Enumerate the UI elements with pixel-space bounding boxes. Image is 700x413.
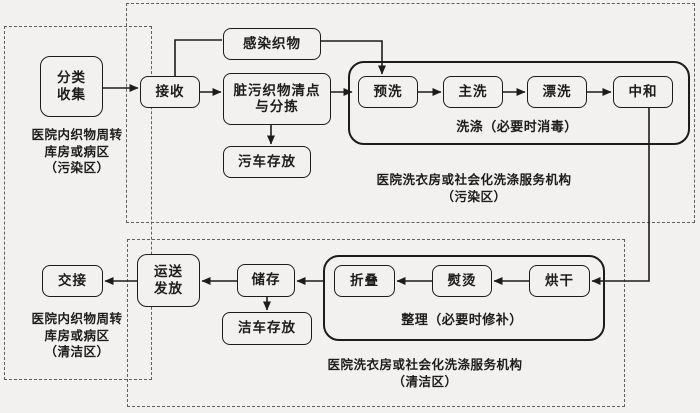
- washing-group-label: 洗涤（必要时消毒）: [456, 119, 578, 134]
- clean-laundry-zone-label: 医院洗衣房或社会化洗涤服务机构 （清洁区）: [295, 357, 555, 390]
- node-rinse-label: 漂洗: [542, 83, 572, 99]
- ward-zone-top-label-1: 医院内织物周转: [31, 128, 123, 142]
- node-dry-label: 烘干: [545, 272, 574, 288]
- ward-zone-top-label-2: 库房或病区: [44, 144, 110, 159]
- node-neutralize-label: 中和: [628, 83, 658, 99]
- node-handover-label: 交接: [58, 272, 87, 288]
- ward-zone-top-label-3: （污染区）: [44, 161, 110, 175]
- node-transport-issue-label-1: 运送: [154, 264, 183, 280]
- node-dirty-cart-storage: 污车存放: [223, 146, 311, 178]
- finishing-group-label: 整理（必要时修补）: [401, 312, 523, 327]
- clean-laundry-zone-label-1: 医院洗衣房或社会化洗涤服务机构: [327, 358, 523, 372]
- ward-zone-bottom-label-2: 库房或病区: [44, 328, 110, 343]
- ward-zone-bottom-label-3: （清洁区）: [44, 345, 110, 359]
- node-main-wash: 主洗: [443, 76, 503, 108]
- node-clean-cart-storage-label: 洁车存放: [238, 320, 296, 336]
- node-neutralize: 中和: [613, 76, 673, 108]
- node-handover: 交接: [42, 265, 103, 297]
- node-classify-collect: 分类 收集: [40, 56, 103, 117]
- node-classify-collect-label-1: 分类: [57, 70, 86, 86]
- contaminated-laundry-zone-label-1: 医院洗衣房或社会化洗涤服务机构: [376, 173, 572, 187]
- finishing-group-container: [323, 255, 605, 341]
- clean-laundry-zone-label-2: （清洁区）: [392, 374, 458, 389]
- contaminated-laundry-zone-label-2: （污染区）: [441, 189, 507, 204]
- node-prewash-label: 预洗: [373, 83, 403, 99]
- node-sort-count: 脏污织物清点 与分拣: [223, 73, 331, 125]
- ward-zone-top-label: 医院内织物周转 库房或病区 （污染区）: [3, 127, 151, 177]
- node-iron: 熨烫: [432, 265, 492, 297]
- node-infected-fabric-label: 感染织物: [243, 35, 301, 51]
- node-dry: 烘干: [529, 265, 590, 297]
- contaminated-laundry-zone-label: 医院洗衣房或社会化洗涤服务机构 （污染区）: [344, 172, 604, 205]
- contaminated-laundry-zone: [126, 3, 695, 223]
- hospital-ward-zone: [4, 26, 152, 380]
- node-rinse: 漂洗: [527, 76, 587, 108]
- ward-zone-bottom-label: 医院内织物周转 库房或病区 （清洁区）: [3, 311, 151, 361]
- node-fold-label: 折叠: [350, 272, 379, 288]
- node-main-wash-label: 主洗: [458, 83, 488, 99]
- node-fold: 折叠: [334, 265, 395, 297]
- node-sort-count-label-2: 与分拣: [255, 99, 299, 114]
- node-receive-label: 接收: [155, 83, 185, 99]
- washing-group-container: [348, 61, 690, 145]
- node-infected-fabric: 感染织物: [223, 28, 321, 60]
- node-storage-label: 储存: [251, 272, 281, 288]
- node-classify-collect-label-2: 收集: [57, 86, 86, 102]
- node-dirty-cart-storage-label: 污车存放: [238, 153, 296, 169]
- clean-laundry-zone: [127, 239, 625, 407]
- node-transport-issue-label-2: 发放: [154, 280, 183, 296]
- node-prewash: 预洗: [358, 76, 418, 108]
- ward-zone-bottom-label-1: 医院内织物周转: [31, 312, 123, 326]
- node-storage: 储存: [237, 264, 295, 297]
- node-sort-count-label-1: 脏污织物清点: [233, 82, 321, 98]
- node-receive: 接收: [140, 76, 200, 108]
- node-iron-label: 熨烫: [447, 272, 477, 288]
- node-clean-cart-storage: 洁车存放: [222, 312, 312, 345]
- node-transport-issue: 运送 发放: [137, 254, 200, 307]
